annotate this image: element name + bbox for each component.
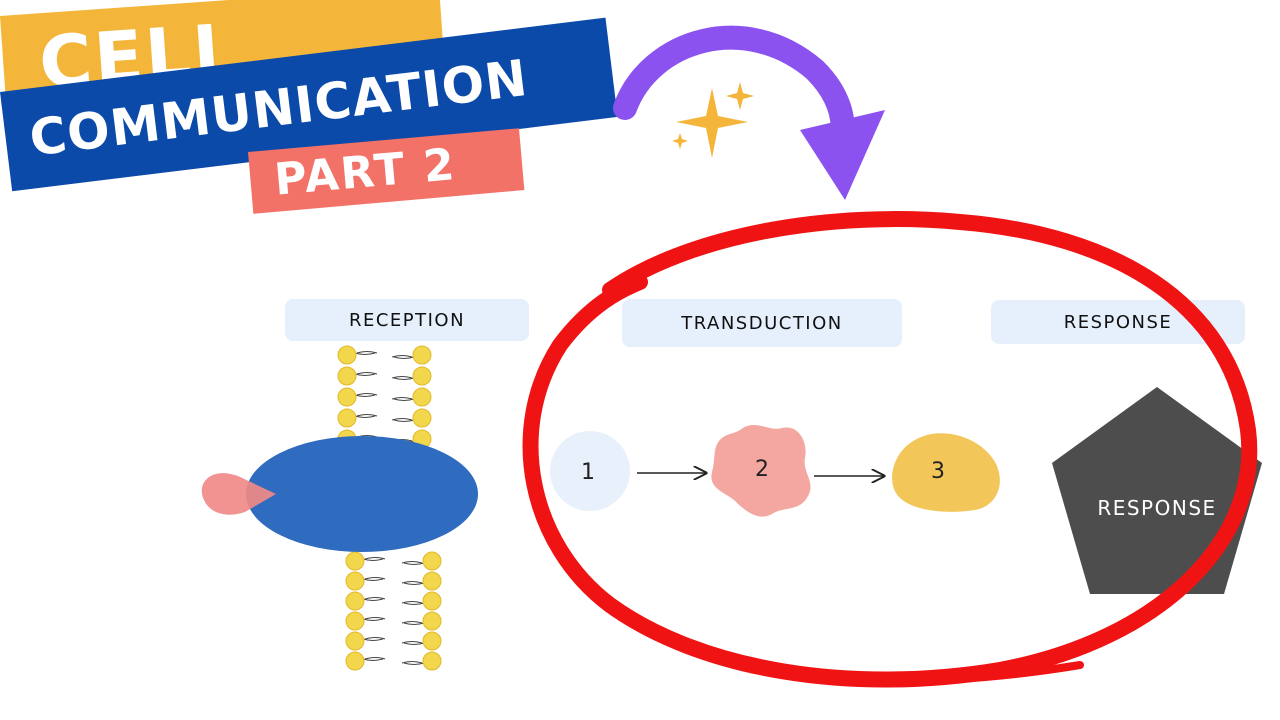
lipid-tail: [401, 621, 423, 624]
phospholipid-head: [345, 551, 365, 571]
lipid-tail: [354, 415, 376, 418]
phospholipid-head: [345, 631, 365, 651]
lipid-tail: [401, 581, 423, 584]
lipid-tail: [354, 394, 376, 397]
lipid-tail: [362, 658, 384, 661]
lipid-tail: [393, 398, 415, 401]
lipid-tail: [354, 373, 376, 376]
lipid-tail: [364, 577, 386, 580]
stage-label-reception: RECEPTION: [285, 299, 529, 341]
phospholipid-head: [412, 366, 432, 386]
lipid-tail: [401, 661, 423, 664]
lipid-tail: [391, 355, 413, 358]
lipid-tail: [391, 418, 413, 421]
phospholipid-head: [345, 611, 365, 631]
lipid-tail: [393, 377, 415, 380]
lipid-tail: [362, 638, 384, 641]
lipid-tail: [356, 351, 378, 354]
lipid-tail: [391, 397, 413, 400]
phospholipid-head: [337, 387, 357, 407]
lipid-tail: [364, 557, 386, 560]
lipid-tail: [364, 617, 386, 620]
phospholipid-head: [422, 591, 442, 611]
lipid-tail: [362, 598, 384, 601]
lipid-tail: [364, 637, 386, 640]
lipid-tail: [356, 372, 378, 375]
lipid-tail: [403, 642, 425, 645]
phospholipid-head: [337, 345, 357, 365]
phospholipid-head: [422, 551, 442, 571]
membrane-upper: [337, 345, 432, 449]
phospholipid-head: [345, 571, 365, 591]
phospholipid-head: [422, 571, 442, 591]
phospholipid-head: [337, 366, 357, 386]
lipid-tail: [403, 602, 425, 605]
transduction-step-1: 1: [550, 431, 630, 511]
phospholipid-head: [345, 591, 365, 611]
lipid-tail: [362, 558, 384, 561]
signal-molecule: [201, 473, 276, 515]
membrane-lower: [345, 551, 442, 671]
stage-label-transduction: TRANSDUCTION: [622, 299, 902, 347]
response-shape-label: RESPONSE: [1097, 496, 1216, 520]
phospholipid-head: [422, 651, 442, 671]
phospholipid-head: [345, 651, 365, 671]
receptor-protein: [246, 436, 478, 552]
curved-arrow-icon: [613, 25, 885, 200]
lipid-tail: [403, 562, 425, 565]
stage-label-response-text: RESPONSE: [1063, 311, 1173, 333]
phospholipid-head: [412, 387, 432, 407]
phospholipid-head: [337, 408, 357, 428]
lipid-tail: [393, 419, 415, 422]
phospholipid-head: [412, 345, 432, 365]
transduction-step-2: 2: [711, 425, 811, 517]
highlight-circle: [522, 211, 1258, 688]
lipid-tail: [401, 601, 423, 604]
phospholipid-head: [422, 611, 442, 631]
lipid-tail: [403, 622, 425, 625]
sparkle-icon: [672, 82, 754, 158]
lipid-tail: [403, 582, 425, 585]
phospholipid-head: [412, 408, 432, 428]
lipid-tail: [356, 414, 378, 417]
stage-label-reception-text: RECEPTION: [348, 309, 466, 331]
stage-label-transduction-text: TRANSDUCTION: [681, 312, 843, 334]
transduction-step-3: 3: [892, 433, 1000, 512]
lipid-tail: [364, 657, 386, 660]
step-1-label: 1: [581, 460, 595, 485]
lipid-tail: [362, 618, 384, 621]
lipid-tail: [401, 641, 423, 644]
phospholipid-head: [422, 631, 442, 651]
step-2-label: 2: [755, 457, 769, 482]
lipid-tail: [393, 356, 415, 359]
lipid-tail: [391, 376, 413, 379]
lipid-tail: [354, 352, 376, 355]
lipid-tail: [364, 597, 386, 600]
lipid-tail: [401, 561, 423, 564]
lipid-tail: [356, 393, 378, 396]
step-3-label: 3: [931, 459, 945, 484]
response-shape: RESPONSE: [1052, 387, 1262, 594]
lipid-tail: [362, 578, 384, 581]
lipid-tail: [403, 662, 425, 665]
